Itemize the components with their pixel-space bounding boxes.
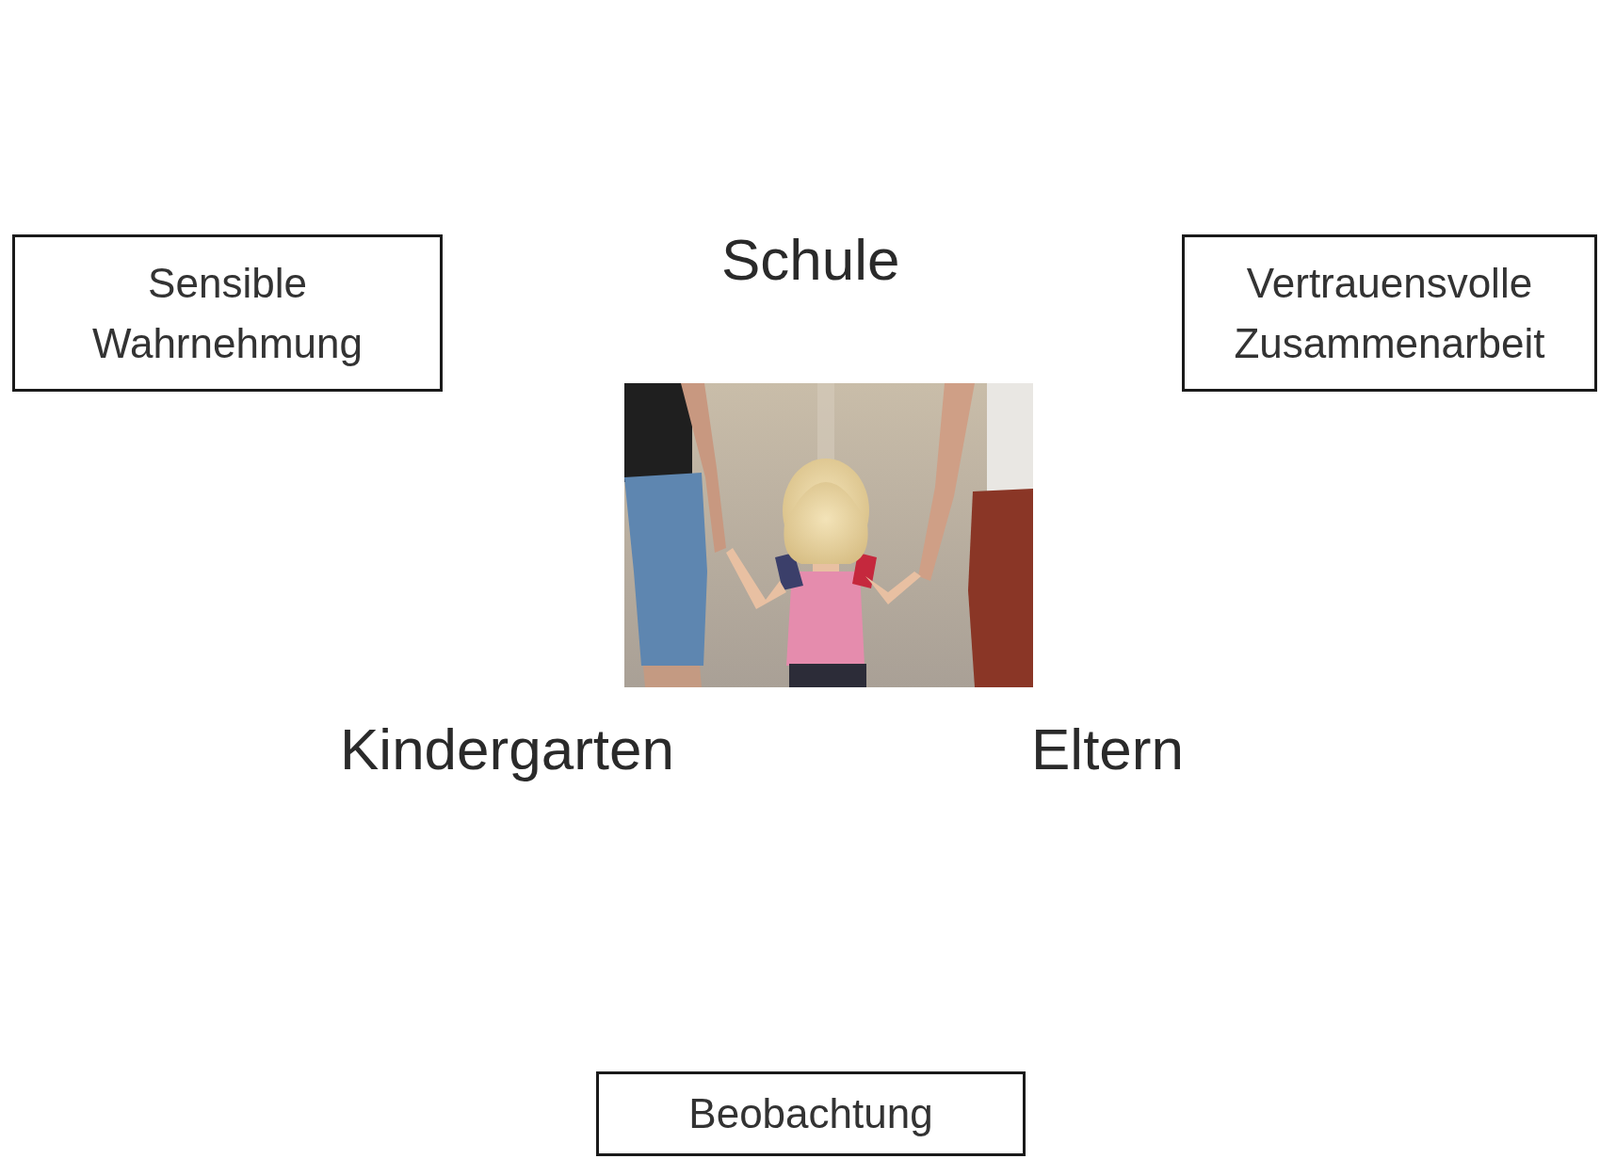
text-box: Beobachtung [596, 1071, 1026, 1157]
circle-label: Schule [721, 227, 901, 292]
family-photo [624, 383, 1034, 688]
box-label: Beobachtung [688, 1083, 933, 1145]
text-box: Vertrauensvolle Zusammenarbeit [1181, 234, 1598, 392]
box-label: Vertrauensvolle Zusammenarbeit [1205, 253, 1574, 374]
text-box: Sensible Wahrnehmung [12, 234, 443, 392]
circle-label: Kindergarten [339, 717, 675, 782]
circle-label: Eltern [1031, 717, 1184, 782]
circle-fill [731, 415, 1361, 1045]
circle-fill [261, 415, 891, 1045]
box-label: Sensible Wahrnehmung [35, 253, 420, 374]
